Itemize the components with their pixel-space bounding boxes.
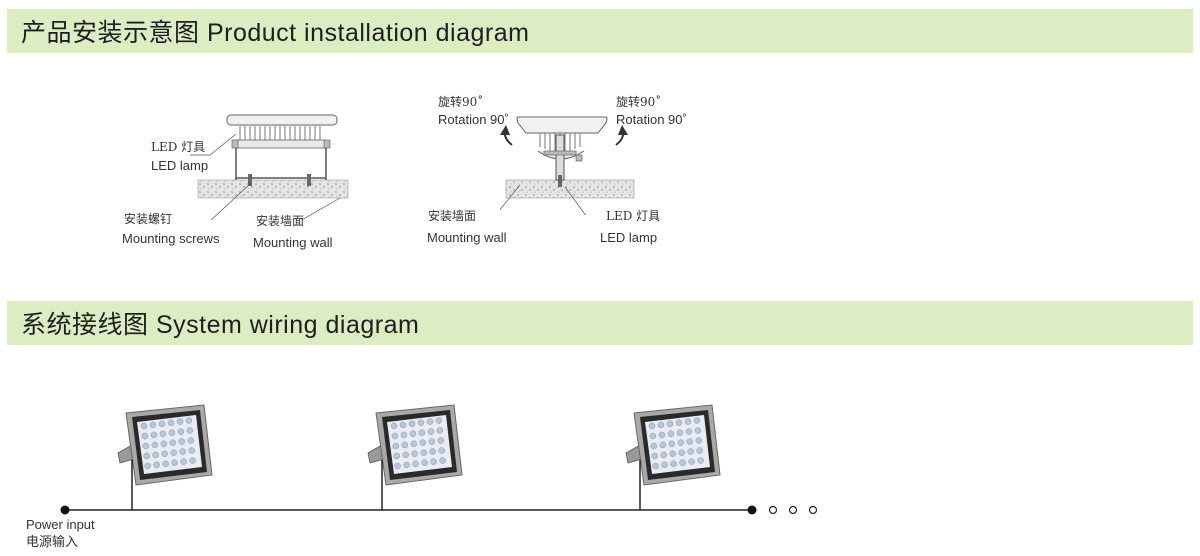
left-wall-label-cn: 安装墙面 <box>256 214 305 228</box>
left-wall-label-en: Mounting wall <box>253 235 333 250</box>
flood-light-1 <box>117 404 213 486</box>
installation-section-header: 产品安装示意图 Product installation diagram <box>7 9 1193 53</box>
lamp-front-cover-right <box>516 116 608 134</box>
screw-left <box>248 174 252 186</box>
mounting-wall <box>197 179 349 199</box>
continuation-dot-3 <box>808 505 818 515</box>
wiring-section-title: 系统接线图 System wiring diagram <box>21 311 420 339</box>
right-lamp-label-en: LED lamp <box>600 230 658 245</box>
wiring-diagram <box>60 404 818 515</box>
continuation-dot-2 <box>788 505 798 515</box>
power-input-label-cn: 电源输入 <box>26 535 79 550</box>
right-wall-label-en: Mounting wall <box>427 230 507 245</box>
rotate-left-cn: 旋转90˚ <box>438 95 484 109</box>
power-input-node <box>60 505 70 515</box>
screw-right-fig <box>558 175 562 187</box>
screw-right <box>307 174 311 186</box>
right-lamp-label-cn: LED 灯具 <box>606 209 661 223</box>
rotate-right-en: Rotation 90˚ <box>616 112 687 127</box>
installation-section-title: 产品安装示意图 Product installation diagram <box>21 19 530 47</box>
right-wall-label-cn: 安装墙面 <box>428 209 477 223</box>
screws-label-en: Mounting screws <box>122 231 220 246</box>
right-installation-figure <box>500 116 635 215</box>
left-installation-figure <box>190 114 349 220</box>
bus-end-node <box>747 505 757 515</box>
flood-light-3 <box>625 404 721 486</box>
left-lamp-label-en: LED lamp <box>151 158 209 173</box>
flood-light-2 <box>367 404 463 486</box>
mounting-bracket-right <box>555 134 565 181</box>
mounting-wall-right <box>505 179 635 199</box>
wiring-section-header: 系统接线图 System wiring diagram <box>7 301 1193 345</box>
screws-label-cn: 安装螺钉 <box>124 212 173 226</box>
rotate-right-cn: 旋转90˚ <box>616 95 662 109</box>
power-input-label-en: Power input <box>26 517 95 532</box>
lamp-front-cover <box>226 114 338 126</box>
left-lamp-label-cn: LED 灯具 <box>151 140 206 154</box>
continuation-dot-1 <box>768 505 778 515</box>
rotate-left-en: Rotation 90˚ <box>438 112 509 127</box>
